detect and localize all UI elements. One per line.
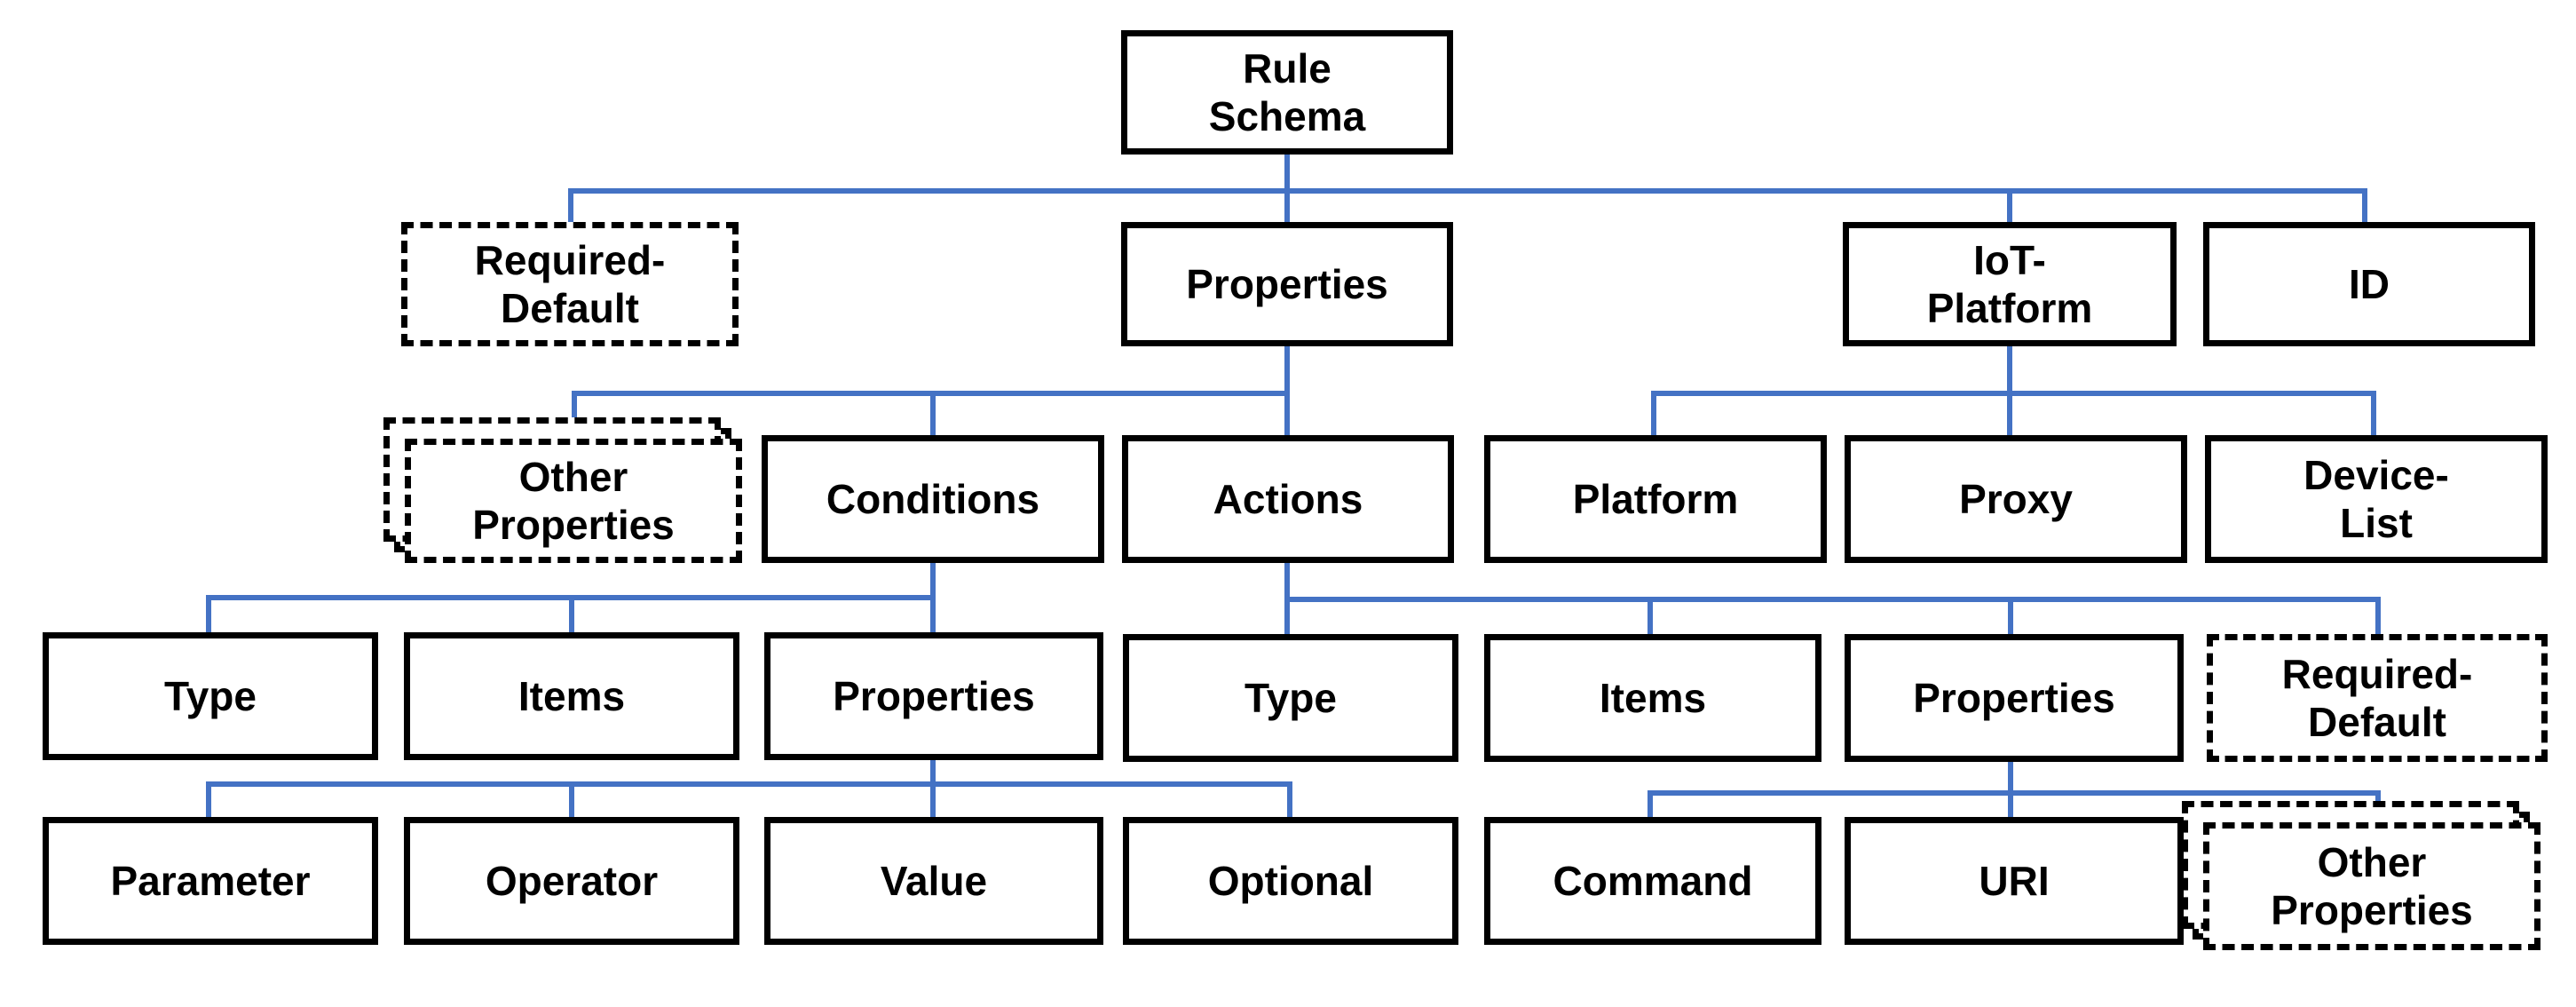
connector-stem-props: [1284, 346, 1290, 396]
node-value[interactable]: Value: [764, 817, 1103, 945]
node-optional[interactable]: Optional: [1123, 817, 1458, 945]
node-properties-top[interactable]: Properties: [1121, 222, 1453, 346]
connector-drop-props: [1284, 188, 1290, 226]
connector-drop-uri: [2008, 790, 2013, 828]
node-label-uri: URI: [1979, 857, 2050, 904]
connector-drop-req1: [568, 188, 573, 226]
connector-drop-req2: [2375, 597, 2381, 639]
node-label-act-items: Items: [1599, 674, 1707, 721]
connector-drop-devicelist: [2371, 391, 2376, 442]
node-command[interactable]: Command: [1484, 817, 1821, 945]
node-act-type[interactable]: Type: [1123, 634, 1458, 762]
node-required-default-1[interactable]: Required- Default: [401, 222, 739, 346]
connector-drop-atype: [1284, 597, 1290, 639]
node-label-required-default-2: Required- Default: [2281, 650, 2473, 745]
node-parameter[interactable]: Parameter: [43, 817, 378, 945]
node-other-properties-1[interactable]: Other Properties: [405, 439, 742, 563]
node-label-other-properties-1: Other Properties: [472, 453, 675, 548]
connector-bus-cprops: [206, 781, 1291, 787]
node-label-device-list: Device- List: [2303, 451, 2449, 546]
connector-drop-ctype: [206, 595, 211, 638]
node-label-cond-type: Type: [164, 672, 257, 719]
connector-drop-root-stem: [1284, 155, 1290, 192]
connector-stem-iot: [2007, 346, 2012, 396]
connector-drop-otherprop1: [572, 391, 577, 442]
node-conditions[interactable]: Conditions: [762, 435, 1104, 563]
node-operator[interactable]: Operator: [404, 817, 739, 945]
connector-drop-value: [930, 781, 936, 822]
node-label-proxy: Proxy: [1959, 475, 2073, 522]
node-cond-properties[interactable]: Properties: [764, 632, 1103, 760]
node-uri[interactable]: URI: [1845, 817, 2184, 945]
connector-stem-conditions: [930, 563, 936, 600]
connector-drop-platform: [1651, 391, 1656, 442]
node-cond-type[interactable]: Type: [43, 632, 378, 760]
node-label-value: Value: [880, 857, 988, 904]
connector-stem-aprops: [2008, 762, 2013, 796]
connector-drop-parameter: [206, 781, 211, 822]
connector-drop-iot: [2007, 188, 2012, 226]
node-label-command: Command: [1553, 857, 1753, 904]
node-label-conditions: Conditions: [826, 475, 1040, 522]
node-iot-platform[interactable]: IoT- Platform: [1843, 222, 2177, 346]
connector-drop-conditions: [930, 391, 936, 442]
node-platform[interactable]: Platform: [1484, 435, 1827, 563]
node-label-act-properties: Properties: [1913, 674, 2115, 721]
node-proxy[interactable]: Proxy: [1845, 435, 2187, 563]
node-label-platform: Platform: [1572, 475, 1739, 522]
node-label-optional: Optional: [1207, 857, 1374, 904]
connector-bus-iot: [1651, 391, 2375, 396]
node-cond-items[interactable]: Items: [404, 632, 739, 760]
node-label-cond-properties: Properties: [833, 672, 1035, 719]
node-act-properties[interactable]: Properties: [1845, 634, 2184, 762]
node-id[interactable]: ID: [2203, 222, 2535, 346]
node-device-list[interactable]: Device- List: [2205, 435, 2548, 563]
node-label-other-properties-2: Other Properties: [2271, 838, 2473, 933]
node-label-parameter: Parameter: [110, 857, 311, 904]
node-label-rule-schema: Rule Schema: [1208, 44, 1366, 139]
node-label-cond-items: Items: [518, 672, 626, 719]
node-actions[interactable]: Actions: [1122, 435, 1454, 563]
connector-bus-root: [568, 188, 2365, 194]
connector-drop-aitems: [1648, 597, 1653, 639]
node-rule-schema[interactable]: Rule Schema: [1121, 30, 1453, 155]
connector-drop-operator: [569, 781, 574, 822]
node-label-iot-platform: IoT- Platform: [1926, 236, 2093, 331]
connector-drop-command: [1648, 790, 1653, 828]
node-label-required-default-1: Required- Default: [474, 236, 666, 331]
connector-drop-actions: [1284, 391, 1290, 442]
node-label-id: ID: [2349, 260, 2390, 307]
node-label-properties-top: Properties: [1186, 260, 1388, 307]
node-label-actions: Actions: [1213, 475, 1363, 522]
node-other-properties-2[interactable]: Other Properties: [2203, 822, 2540, 950]
node-act-items[interactable]: Items: [1484, 634, 1821, 762]
connector-drop-citems: [569, 595, 574, 638]
connector-stem-actions: [1284, 563, 1290, 600]
connector-drop-proxy: [2007, 391, 2012, 442]
connector-drop-id: [2362, 188, 2367, 226]
node-label-act-type: Type: [1245, 674, 1337, 721]
connector-bus-actions: [1284, 597, 2381, 602]
connector-drop-aprops: [2008, 597, 2013, 639]
connector-drop-optional: [1287, 781, 1292, 822]
connector-stem-cprops: [930, 760, 936, 787]
node-label-operator: Operator: [485, 857, 659, 904]
node-required-default-2[interactable]: Required- Default: [2207, 634, 2548, 762]
connector-drop-cprops: [930, 595, 936, 638]
